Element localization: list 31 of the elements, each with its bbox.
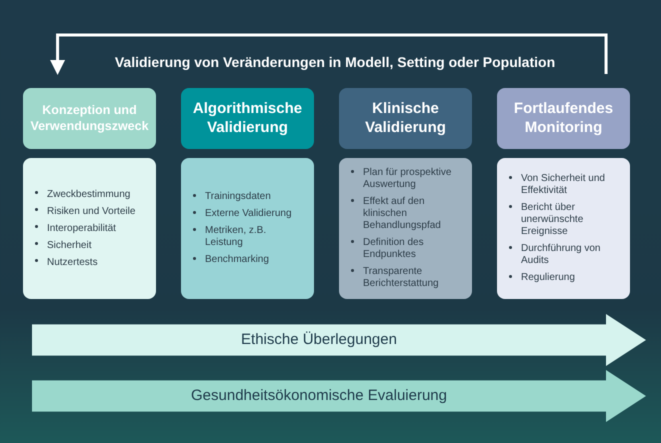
bullet-item: Externe Validierung bbox=[193, 208, 306, 220]
stage-header-box: Fortlaufendes Monitoring bbox=[497, 88, 630, 149]
bullet-item: Durchführung von Audits bbox=[509, 243, 622, 267]
banner bbox=[32, 314, 646, 366]
stage-header-box: Klinische Validierung bbox=[339, 88, 472, 149]
bullet-item: Von Sicherheit und Effektivität bbox=[509, 173, 622, 197]
bullet-item: Bericht über unerwünschte Ereignisse bbox=[509, 202, 622, 238]
bullet-item: Risiken und Vorteile bbox=[35, 206, 148, 218]
bullet-item: Zweckbestimmung bbox=[35, 188, 148, 200]
stage-detail-box bbox=[339, 158, 472, 299]
bullet-item: Trainingsdaten bbox=[193, 191, 306, 203]
bullet-item: Definition des Endpunktes bbox=[351, 237, 464, 261]
stage-header-box: Algorithmische Validierung bbox=[181, 88, 314, 149]
stage-detail-box bbox=[23, 158, 156, 299]
stage-header-box: Konzeption und Verwendungszweck bbox=[23, 88, 156, 149]
stage-detail-box bbox=[181, 158, 314, 299]
edge-label: Validierung von Veränderungen in Modell, Setting oder Population bbox=[114, 53, 556, 72]
bullet-item: Sicherheit bbox=[35, 240, 148, 252]
arrow-label: Gesundheitsökonomische Evaluierung bbox=[191, 386, 447, 406]
stage-detail-box bbox=[497, 158, 630, 299]
bullet-item: Metriken, z.B. Leistung bbox=[193, 225, 306, 249]
bullet-item: Transparente Berichterstattung bbox=[351, 266, 464, 290]
banner bbox=[32, 370, 646, 422]
bullet-item: Plan für prospektive Auswertung bbox=[351, 167, 464, 191]
bullet-item: Regulierung bbox=[509, 272, 622, 284]
bullet-item: Effekt auf den klinischen Behandlungspfad bbox=[351, 196, 464, 232]
arrow-label: Ethische Überlegungen bbox=[241, 330, 397, 350]
bullet-item: Interoperabilität bbox=[35, 222, 148, 234]
bullet-item: Benchmarking bbox=[193, 254, 306, 266]
bullet-item: Nutzertests bbox=[35, 256, 148, 268]
feedback-arrow bbox=[50, 34, 608, 75]
